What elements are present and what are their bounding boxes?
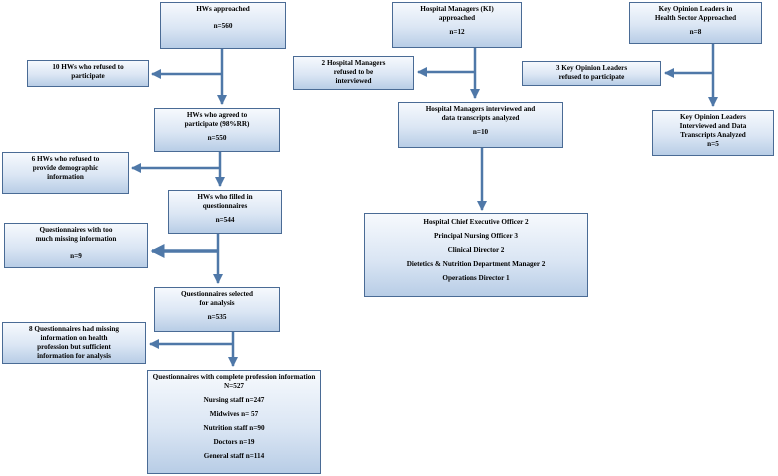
box-line: HWs who filled in bbox=[197, 193, 253, 201]
box-line: Interviewed and Data bbox=[679, 122, 747, 130]
box-line: Questionnaires with complete profession … bbox=[152, 373, 316, 381]
box-line: information on health bbox=[40, 334, 108, 342]
box-line: refused to participate bbox=[558, 73, 625, 81]
hws-refused-demographic-box: 6 HWs who refused to provide demographic… bbox=[2, 152, 129, 194]
box-line: data transcripts analyzed bbox=[441, 114, 520, 122]
kol-refused-box: 3 Key Opinion Leaders refused to partici… bbox=[522, 61, 661, 86]
box-line: refused to be bbox=[333, 68, 374, 76]
box-line: participate (98%RR) bbox=[184, 120, 250, 128]
box-line: HWs who agreed to bbox=[186, 111, 248, 119]
box-line: information bbox=[47, 173, 84, 181]
box-line: much missing information bbox=[35, 235, 117, 243]
questionnaires-partial-box: 8 Questionnaires had missing information… bbox=[2, 322, 146, 364]
box-line: n=535 bbox=[207, 313, 227, 321]
box-line: n=550 bbox=[207, 134, 227, 142]
box-line: n=10 bbox=[472, 128, 489, 136]
hws-filled-box: HWs who filled in questionnaires n=544 bbox=[168, 190, 282, 234]
questionnaires-selected-box: Questionnaires selected for analysis n=5… bbox=[154, 287, 280, 332]
kol-approached-box: Key Opinion Leaders in Health Sector App… bbox=[629, 2, 762, 44]
box-line: provide demographic bbox=[32, 164, 99, 172]
box-line: participate bbox=[71, 72, 105, 80]
box-line: information for analysis bbox=[37, 352, 111, 360]
box-line: Transcripts Analyzed bbox=[680, 131, 746, 139]
hospital-managers-interviewed-box: Hospital Managers interviewed and data t… bbox=[398, 102, 563, 148]
box-line: n=12 bbox=[449, 28, 465, 36]
box-line: N=527 bbox=[223, 382, 245, 390]
box-line: Doctors n=19 bbox=[213, 438, 255, 446]
box-line: 3 Key Opinion Leaders bbox=[555, 64, 628, 72]
box-line: Health Sector Approached bbox=[654, 14, 737, 22]
box-line: Operations Director 1 bbox=[442, 274, 510, 282]
box-line: n=5 bbox=[707, 140, 719, 148]
box-line: 10 HWs who refused to bbox=[52, 63, 124, 71]
box-line: questionnaires bbox=[202, 202, 248, 210]
box-line: Questionnaires selected bbox=[181, 290, 253, 298]
box-line: n=9 bbox=[70, 252, 82, 260]
box-line: Hospital Managers interviewed and bbox=[425, 105, 536, 113]
hws-approached-box: HWs approached n=560 bbox=[160, 2, 286, 49]
box-line: Key Opinion Leaders bbox=[680, 113, 746, 121]
box-line: 6 HWs who refused to bbox=[31, 155, 100, 163]
box-line: approached bbox=[438, 14, 476, 22]
box-line: n=560 bbox=[213, 22, 233, 30]
questionnaires-missing-box: Questionnaires with too much missing inf… bbox=[4, 223, 148, 268]
box-line: Hospital Managers (KI) bbox=[420, 5, 494, 13]
hws-agreed-box: HWs who agreed to participate (98%RR) n=… bbox=[154, 108, 280, 152]
box-line: 8 Questionnaires had missing bbox=[29, 325, 119, 333]
box-line: Key Opinion Leaders in bbox=[658, 5, 733, 13]
box-line: n=8 bbox=[689, 28, 702, 36]
hospital-managers-approached-box: Hospital Managers (KI) approached n=12 bbox=[392, 2, 522, 48]
kol-interviewed-box: Key Opinion Leaders Interviewed and Data… bbox=[652, 110, 774, 156]
box-line: Nursing staff n=247 bbox=[203, 396, 265, 404]
box-line: Questionnaires with too bbox=[39, 226, 113, 234]
box-line: Midwives n= 57 bbox=[209, 410, 259, 418]
hws-refused-box: 10 HWs who refused to participate bbox=[27, 60, 149, 87]
box-line: HWs approached bbox=[196, 5, 250, 13]
box-line: Principal Nursing Officer 3 bbox=[434, 232, 518, 240]
box-line: Clinical Director 2 bbox=[447, 246, 505, 254]
hospital-roles-box: Hospital Chief Executive Officer 2 Princ… bbox=[364, 213, 588, 297]
box-line: profession but sufficient bbox=[37, 343, 111, 351]
box-line: General staff n=114 bbox=[203, 452, 265, 460]
box-line: for analysis bbox=[199, 299, 235, 307]
questionnaires-complete-box: Questionnaires with complete profession … bbox=[147, 370, 321, 474]
box-line: interviewed bbox=[335, 77, 372, 85]
box-line: n=544 bbox=[215, 216, 235, 224]
box-line: Nutrition staff n=90 bbox=[203, 424, 265, 432]
box-line: 2 Hospital Managers bbox=[321, 59, 386, 67]
box-line: Hospital Chief Executive Officer 2 bbox=[423, 218, 529, 226]
hospital-managers-refused-box: 2 Hospital Managers refused to be interv… bbox=[293, 56, 414, 90]
box-line: Dietetics & Nutrition Department Manager… bbox=[406, 260, 546, 268]
